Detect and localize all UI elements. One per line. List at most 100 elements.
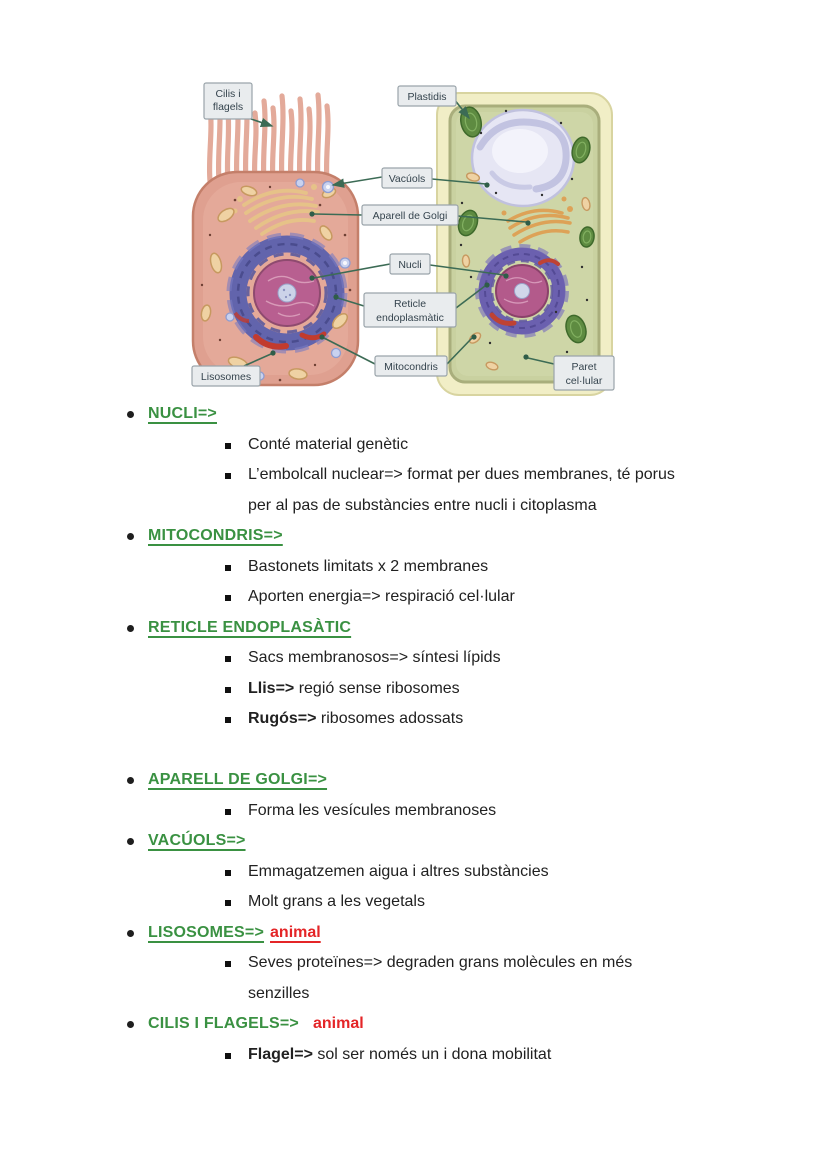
item-text: Sacs membranosos=> síntesi lípids <box>248 649 501 666</box>
cell-diagram-svg: Cilis i flagels Plastidis Vacúols Aparel… <box>191 82 615 396</box>
plant-nucleus <box>495 264 549 318</box>
bullet-icon <box>127 1021 134 1028</box>
square-bullet-icon <box>225 869 231 876</box>
section-heading: NUCLI=> <box>148 405 217 422</box>
square-bullet-icon <box>225 686 231 693</box>
chloroplast-stripes <box>461 112 592 338</box>
note-item: Sacs membranosos=> síntesi lípids <box>127 643 807 674</box>
square-bullet-icon <box>225 1052 231 1059</box>
note-item: L’embolcall nuclear=> format per dues me… <box>127 460 807 521</box>
square-bullet-icon <box>225 595 231 601</box>
label-nucli-text: Nucli <box>398 259 421 271</box>
bullet-icon <box>127 411 134 418</box>
label-lisosomes-text: Lisosomes <box>201 371 251 383</box>
square-bullet-icon <box>225 900 231 906</box>
item-text: sol ser només un i dona mobilitat <box>312 1045 552 1063</box>
section-lisosomes: LISOSOMES=> animal Seves proteïnes=> deg… <box>127 918 807 1010</box>
plant-cell <box>436 92 613 396</box>
square-bullet-icon <box>225 564 231 571</box>
section-golgi: APARELL DE GOLGI=> Forma les vesícules m… <box>127 765 807 826</box>
item-text-line: senzilles <box>248 984 310 1002</box>
item-lead: Rugós=> <box>248 710 317 727</box>
label-paret: Paret cel·lular <box>553 355 615 391</box>
label-golgi-text: Aparell de Golgi <box>373 210 448 222</box>
item-lead: Llis=> <box>248 679 295 697</box>
label-lisosomes: Lisosomes <box>191 365 261 387</box>
notes-list: NUCLI=> Conté material genètic L’embolca… <box>127 399 807 1070</box>
label-plastidis: Plastidis <box>397 85 457 107</box>
section-heading-row: APARELL DE GOLGI=> <box>127 765 807 796</box>
section-heading-row: MITOCONDRIS=> <box>127 521 807 552</box>
label-reticle: Reticle endoplasmàtic <box>363 292 457 328</box>
section-heading: LISOSOMES=> <box>148 923 265 941</box>
animal-golgi <box>242 188 320 236</box>
item-lead: Flagel=> <box>248 1045 313 1063</box>
label-nucli: Nucli <box>389 253 431 275</box>
section-heading: VACÚOLS=> <box>148 832 246 849</box>
heading-suffix: animal <box>270 923 321 941</box>
label-cilis-flagels: Cilis i flagels <box>203 82 253 120</box>
item-text-line: Seves proteïnes=> degraden grans molècul… <box>248 954 633 971</box>
section-reticle: RETICLE ENDOPLASÀTIC Sacs membranosos=> … <box>127 613 807 735</box>
section-heading: RETICLE ENDOPLASÀTIC <box>148 618 352 636</box>
connector-lines <box>243 98 555 367</box>
label-cilis-line1: Cilis i <box>215 88 240 100</box>
square-bullet-icon <box>225 473 231 479</box>
animal-er <box>226 232 348 354</box>
label-vacuols-text: Vacúols <box>389 173 426 185</box>
note-item: Aporten energia=> respiració cel·lular <box>127 582 807 613</box>
item-text: Forma les vesícules membranoses <box>248 801 497 819</box>
label-paret-line1: Paret <box>571 361 596 373</box>
connector-dots <box>270 182 531 360</box>
note-item: Conté material genètic <box>127 430 807 461</box>
section-heading-row: VACÚOLS=> <box>127 826 807 857</box>
item-text: Conté material genètic <box>248 435 409 453</box>
section-heading: MITOCONDRIS=> <box>148 527 283 544</box>
note-item: Emmagatzemen aigua i altres substàncies <box>127 857 807 888</box>
item-text-line: L’embolcall nuclear=> format per dues me… <box>248 466 675 483</box>
note-item: Molt grans a les vegetals <box>127 887 807 918</box>
label-mitocondris-text: Mitocondris <box>384 361 438 373</box>
section-heading-row: LISOSOMES=> animal <box>127 918 807 949</box>
square-bullet-icon <box>225 442 231 449</box>
square-bullet-icon <box>225 656 231 662</box>
label-vacuols: Vacúols <box>381 167 433 189</box>
label-reticle-line2: endoplasmàtic <box>376 312 444 324</box>
section-cilis: CILIS I FLAGELS=> animal Flagel=> sol se… <box>127 1009 807 1070</box>
section-nucli: NUCLI=> Conté material genètic L’embolca… <box>127 399 807 521</box>
item-text: Aporten energia=> respiració cel·lular <box>248 588 515 605</box>
label-paret-line2: cel·lular <box>566 375 603 387</box>
animal-cell <box>191 92 360 387</box>
plant-er <box>475 244 569 338</box>
plant-vacuole <box>470 108 576 208</box>
plant-specks <box>459 109 589 354</box>
square-bullet-icon <box>225 961 231 967</box>
label-mitocondris: Mitocondris <box>374 355 448 377</box>
section-heading-row: NUCLI=> <box>127 399 807 430</box>
label-cilis-line2: flagels <box>213 101 243 113</box>
square-bullet-icon <box>225 717 231 723</box>
animal-specks <box>200 185 352 382</box>
section-mitocondris: MITOCONDRIS=> Bastonets limitats x 2 mem… <box>127 521 807 613</box>
item-text: Molt grans a les vegetals <box>248 893 425 910</box>
item-text: Emmagatzemen aigua i altres substàncies <box>248 862 549 880</box>
animal-nucleus <box>253 259 321 327</box>
item-text: ribosomes adossats <box>316 710 464 727</box>
note-item: Flagel=> sol ser només un i dona mobilit… <box>127 1040 807 1071</box>
heading-suffix: animal <box>312 1015 364 1032</box>
section-heading: CILIS I FLAGELS=> <box>148 1015 299 1032</box>
label-plastidis-text: Plastidis <box>407 91 446 103</box>
bullet-icon <box>127 777 134 784</box>
section-heading: APARELL DE GOLGI=> <box>148 771 328 788</box>
section-heading-row: CILIS I FLAGELS=> animal <box>127 1009 807 1040</box>
label-aparell-golgi: Aparell de Golgi <box>361 204 459 226</box>
note-item: Bastonets limitats x 2 membranes <box>127 552 807 583</box>
bullet-icon <box>127 929 134 937</box>
item-text: regió sense ribosomes <box>294 679 460 697</box>
bullet-icon <box>127 838 134 845</box>
diagram-labels: Cilis i flagels Plastidis Vacúols Aparel… <box>191 82 615 391</box>
note-item: Seves proteïnes=> degraden grans molècul… <box>127 948 807 1009</box>
section-vacuols: VACÚOLS=> Emmagatzemen aigua i altres su… <box>127 826 807 918</box>
square-bullet-icon <box>225 808 231 815</box>
